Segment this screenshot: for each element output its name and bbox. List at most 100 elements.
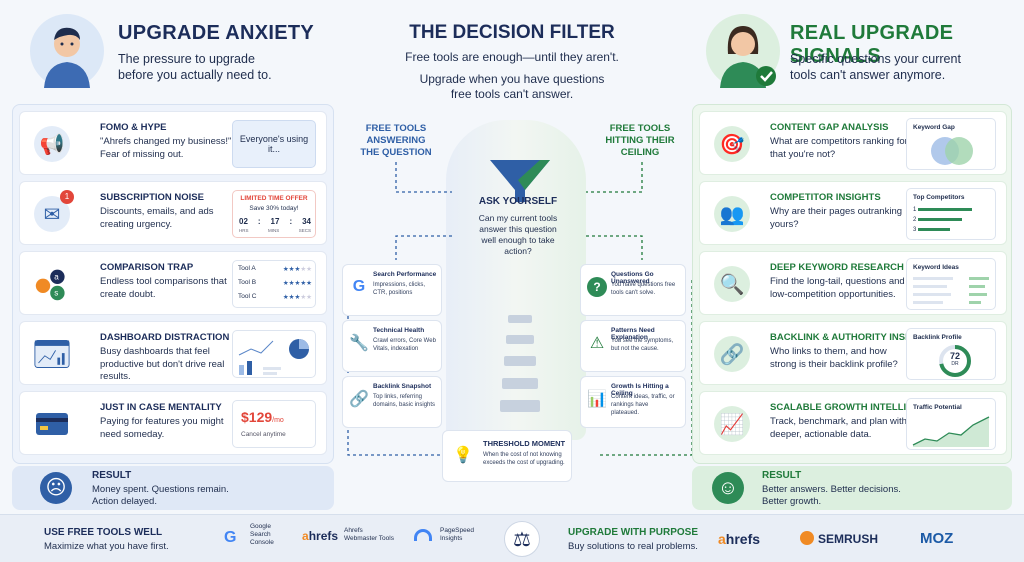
right-result-box: ☺ RESULT Better answers. Better decision… [692,466,1012,510]
offer-box: LIMITED TIME OFFER Save 30% today! 02:17… [232,190,316,238]
tool-a-stars: ★★★★★ [282,266,312,273]
threshold-title: THRESHOLD MOMENT [483,439,566,448]
center-title: THE DECISION FILTER [409,22,615,43]
keyword-ideas-mini: Keyword Ideas [906,258,996,310]
sad-face-icon: ☹ [40,472,72,504]
keyword-research-text: Find the long-tail, questions and low-co… [770,276,905,300]
svg-text:s: s [54,289,58,298]
real-signals-panel: 🎯 CONTENT GAP ANALYSIS What are competit… [692,104,1012,464]
use-free-tools-text: Maximize what you have first. [44,541,169,552]
tool-c-stars: ★★★★★ [282,294,312,301]
link-icon: 🔗 [349,391,369,408]
keyword-research-title: DEEP KEYWORD RESEARCH [770,262,904,273]
svg-text:a: a [54,273,59,282]
growth-ceiling-card: 📊 Growth Is Hitting a Ceiling Content id… [580,376,686,428]
speech-bubble: Everyone's using it... [232,120,316,168]
left-title: UPGRADE ANXIETY [118,22,315,44]
bar-chart-icon: 📊 [587,391,607,408]
growth-intelligence-text: Track, benchmark, and plan with deeper, … [770,416,907,440]
right-label-line1: FREE TOOLS [609,123,671,134]
google-logo-icon: G [224,529,237,546]
right-label-line2: HITTING THEIR [605,135,675,146]
tool-a-label: Tool A [238,265,256,272]
tool-a-rating: Tool A ★★★★★ [238,265,312,273]
warning-icon: ⚠ [589,335,605,352]
rank-list: 1 2 3 [913,205,973,235]
growth-intelligence-title: SCALABLE GROWTH INTELLIGENCE [770,402,940,413]
offer-label: LIMITED TIME OFFER [240,195,308,202]
right-result-line2: Better growth. [762,496,822,507]
left-label-line2: ANSWERING [366,135,426,146]
center-line-3: free tools can't answer. [450,87,574,101]
anxious-person-avatar [30,14,104,88]
right-subtitle-1: Specific questions your current [790,52,961,66]
patterns-title: Patterns Need Explanation [611,327,655,341]
left-label-line1: FREE TOOLS [365,123,427,134]
target-icon: 🎯 [714,126,750,162]
rank-3: 3 [913,227,917,233]
dashboard-icon [34,336,70,372]
keyword-gap-label: Keyword Gap [913,124,955,131]
gsc-line3: Console [250,539,274,546]
subscription-row: ✉ 1 SUBSCRIPTION NOISE Discounts, emails… [19,181,327,245]
just-in-case-row: JUST IN CASE MENTALITY Paying for featur… [19,391,327,455]
timer: 02:17:34 [239,217,311,226]
top-competitors-mini: Top Competitors 1 2 3 [906,188,996,240]
search-performance-text: Impressions, clicks, CTR, positions [373,282,426,296]
timer-label-hrs: HRS [239,228,249,233]
backlink-authority-text: Who links to them, and how strong is the… [770,346,898,370]
use-free-tools-title: USE FREE TOOLS WELL [44,527,163,538]
backlink-snapshot-title: Backlink Snapshot [373,383,432,390]
offer-sub: Save 30% today! [249,205,299,212]
confident-person-avatar [706,14,780,88]
gsc-line1: Google [250,523,271,530]
fomo-row: 📢 FOMO & HYPE "Ahrefs changed my busines… [19,111,327,175]
right-result-title: RESULT [762,470,802,481]
price-sub: Cancel anytime [241,431,286,438]
dr-value: 72 [949,351,960,361]
ask-line1: Can my current tools [478,213,558,223]
wrench-icon: 🔧 [349,335,369,352]
subscription-text: Discounts, emails, and ads creating urge… [100,206,214,230]
happy-face-icon: ☺ [712,472,744,504]
backlink-profile-label: Backlink Profile [913,334,962,341]
growth-icon: 📈 [714,406,750,442]
price-value: $129 [241,409,273,425]
credit-card-icon [34,406,70,442]
scale-icon: ⚖ [504,521,540,557]
timer-hours: 02 [239,217,248,226]
tool-b-stars: ★★★★★ [282,280,312,287]
backlink-authority-title: BACKLINK & AUTHORITY INSIGHT [770,332,928,343]
patterns-card: ⚠ Patterns Need Explanation You see the … [580,320,686,372]
technical-health-text: Crawl errors, Core Web Vitals, indexatio… [373,338,436,352]
competitor-row: 👥 COMPETITOR INSIGHTS Why are their page… [699,181,1007,245]
patterns-text: You see the symptoms, but not the cause. [611,338,674,352]
price-box: $129/mo Cancel anytime [232,400,316,448]
traffic-potential-mini: Traffic Potential [906,398,996,450]
technical-health-card: 🔧 Technical Health Crawl errors, Core We… [342,320,442,372]
right-result-line1: Better answers. Better decisions. [762,484,901,495]
keyword-gap-mini: Keyword Gap [906,118,996,170]
questions-unanswered-text: You have questions free tools can't solv… [611,282,676,296]
competitor-text: Why are their pages outranking yours? [770,206,903,230]
semrush-logo-icon [800,531,814,545]
ahrefs-logo: ahrefs [302,529,339,543]
timer-mins: 17 [270,217,280,226]
subscription-title: SUBSCRIPTION NOISE [100,192,204,203]
ahrefs-wmt-line2: Webmaster Tools [344,535,394,542]
search-icon: 🔍 [714,266,750,302]
technical-health-title: Technical Health [373,327,425,334]
tool-b-rating: Tool B★★★★★ [238,279,312,287]
megaphone-icon: 📢 [34,126,70,162]
lightbulb-icon: 💡 [453,447,473,464]
link-icon: 🔗 [714,336,750,372]
growth-intelligence-row: 📈 SCALABLE GROWTH INTELLIGENCE Track, be… [699,391,1007,455]
price: $129/mo [241,409,284,425]
ratings-box: Tool A★★★★★ Tool B★★★★★ Tool C★★★★★ [232,260,316,308]
